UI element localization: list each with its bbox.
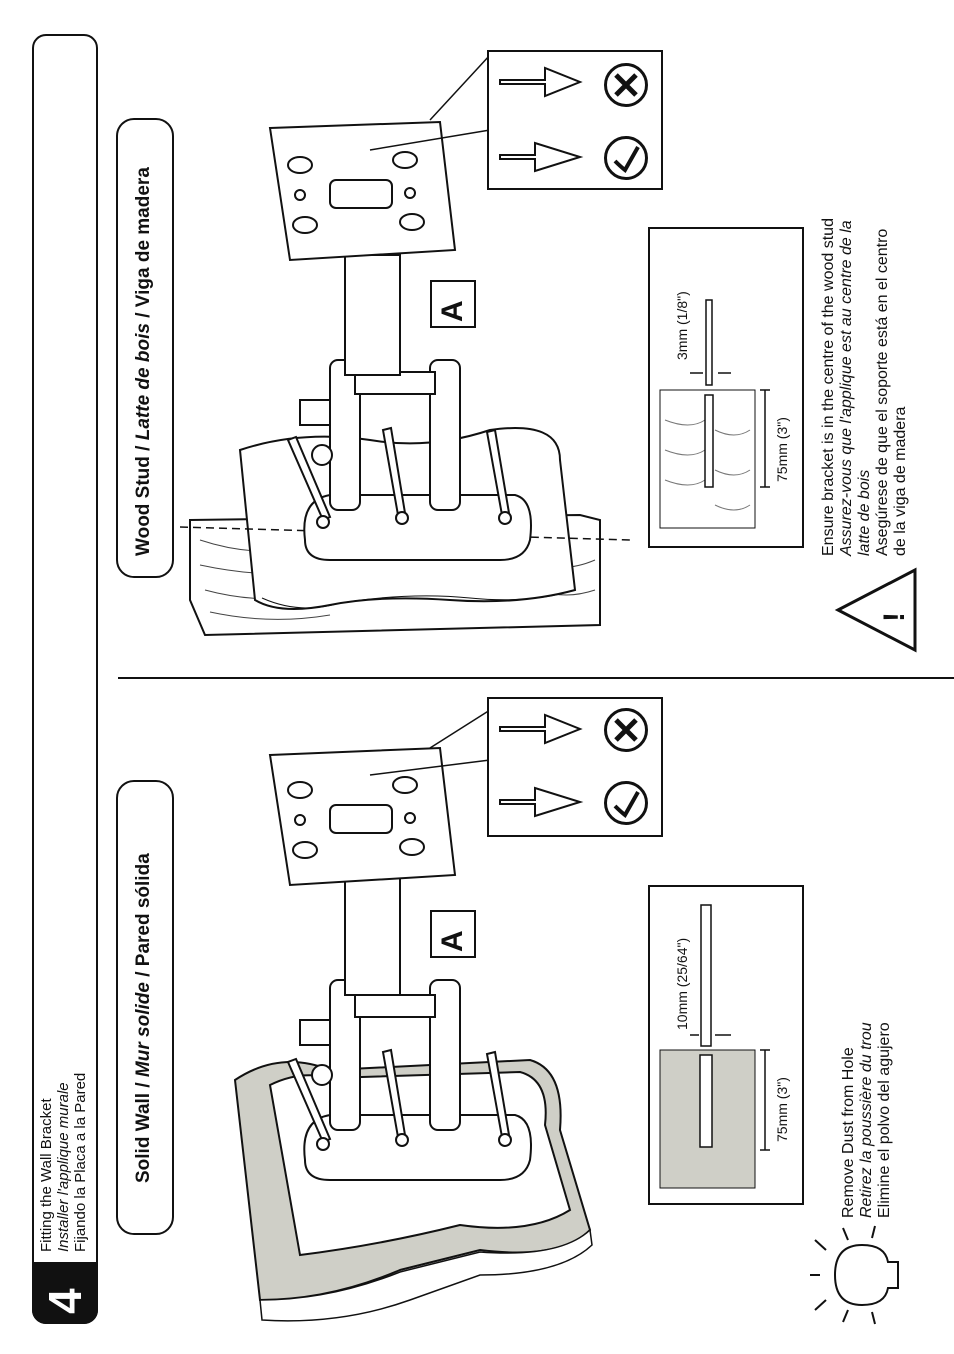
step-number-badge bbox=[32, 1262, 98, 1324]
step-header bbox=[32, 34, 98, 1324]
solid-wall-note-es: Elimine el polvo del agujero bbox=[876, 1022, 893, 1218]
section-divider bbox=[118, 677, 954, 679]
wood-stud-part-label-box bbox=[430, 280, 476, 328]
correct-check-icon bbox=[604, 136, 648, 180]
wrong-cross-icon bbox=[604, 708, 648, 752]
wood-stud-heading-pill bbox=[116, 118, 174, 578]
wrong-cross-icon bbox=[604, 63, 648, 107]
solid-wall-heading-pill bbox=[116, 780, 174, 1235]
solid-wall-note-en: Remove Dust from Hole bbox=[840, 1047, 857, 1218]
solid-wall-part-label-box bbox=[430, 910, 476, 958]
correct-check-icon bbox=[604, 781, 648, 825]
solid-wall-note-fr: Retirez la poussière du trou bbox=[858, 1022, 875, 1218]
